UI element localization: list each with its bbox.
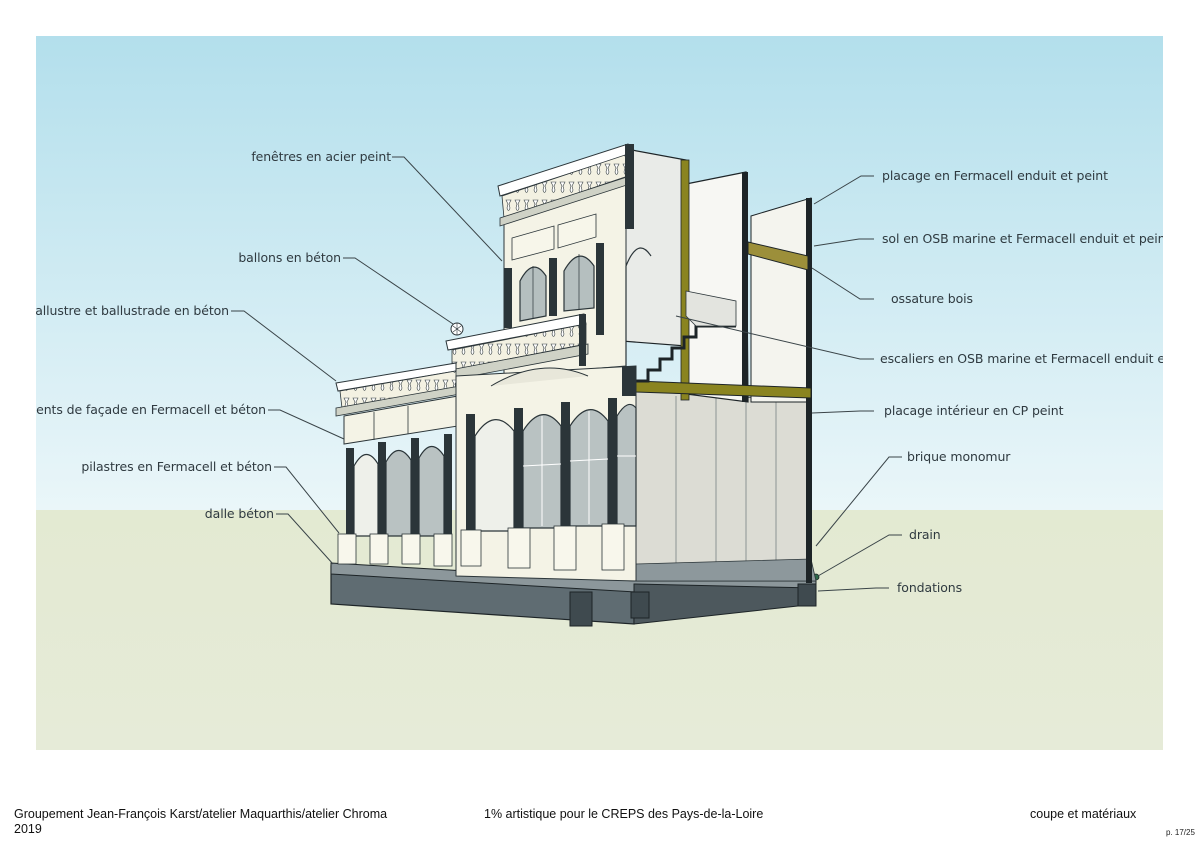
label-ossature: ossature bois xyxy=(891,291,973,306)
central-balcony xyxy=(445,313,589,381)
upper-facade xyxy=(497,143,652,377)
footer-project: 1% artistique pour le CREPS des Pays-de-… xyxy=(484,807,764,821)
label-pilastres: pilastres en Fermacell et béton xyxy=(81,459,272,474)
footer-year: 2019 xyxy=(14,822,42,836)
label-escaliers: escaliers en OSB marine et Fermacell end… xyxy=(880,351,1163,366)
label-fondations: fondations xyxy=(897,580,963,595)
label-placage-interieur: placage intérieur en CP peint xyxy=(884,403,1064,418)
label-drain: drain xyxy=(909,527,941,542)
lower-facade xyxy=(335,362,637,582)
page-number: p. 17/25 xyxy=(1166,828,1195,837)
label-fenetres: fenêtres en acier peint xyxy=(251,149,391,164)
label-sol: sol en OSB marine et Fermacell enduit et… xyxy=(882,231,1163,246)
illustration-panel: fenêtres en acier peint ballons en béton… xyxy=(36,36,1163,750)
label-elements: éléments de façade en Fermacell et béton xyxy=(36,402,266,417)
label-dalle: dalle béton xyxy=(204,506,274,521)
pilasters xyxy=(346,398,617,538)
interior-section xyxy=(620,147,817,583)
label-placage: placage en Fermacell enduit et peint xyxy=(882,168,1108,183)
label-ballustre: ballustre et ballustrade en béton xyxy=(36,303,229,318)
building-section-illustration xyxy=(36,36,1163,750)
label-brique: brique monomur xyxy=(907,449,1011,464)
label-ballons: ballons en béton xyxy=(238,250,341,265)
footer-authors: Groupement Jean-François Karst/atelier M… xyxy=(14,807,388,821)
footer-section: coupe et matériaux xyxy=(1030,807,1137,821)
leader-lines xyxy=(231,156,902,592)
arches xyxy=(353,403,637,537)
